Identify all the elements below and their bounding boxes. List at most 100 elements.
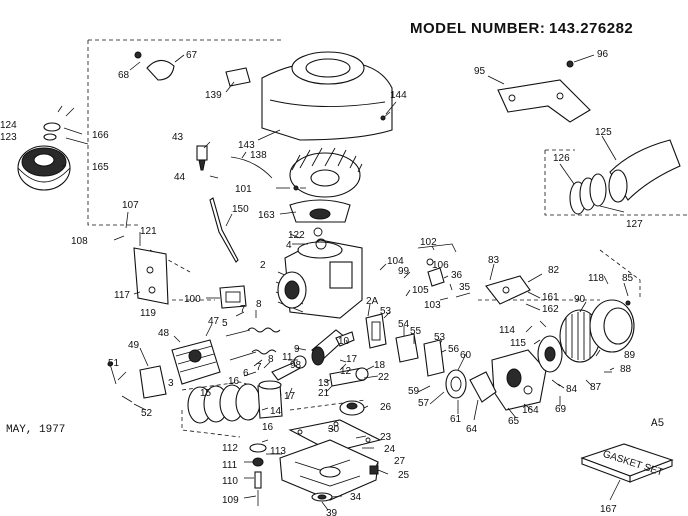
sheet-code: A5 — [651, 418, 665, 430]
part-label: 7 — [240, 304, 246, 315]
carburetor-gasket-61 — [445, 369, 467, 399]
part-label: 2 — [260, 260, 266, 271]
part-label: 55 — [410, 326, 422, 337]
part-label: 121 — [140, 226, 157, 237]
part-label: 122 — [288, 230, 305, 241]
part-label: 24 — [384, 444, 396, 455]
part-label: 69 — [555, 404, 567, 415]
muffler-guard — [133, 247, 169, 305]
part-label: 43 — [172, 132, 184, 143]
carburetor-assembly-outline — [478, 249, 641, 301]
part-label: 10 — [338, 336, 350, 347]
part-label: 53 — [434, 332, 446, 343]
part-label: 11 — [282, 352, 293, 363]
part-label: 99 — [398, 266, 410, 277]
part-label: 60 — [460, 350, 472, 361]
part-label: 88 — [620, 364, 632, 375]
part-label: 27 — [394, 456, 406, 467]
air-cleaner-base — [537, 335, 563, 373]
part-label: 49 — [128, 340, 140, 351]
part-label: 119 — [140, 308, 156, 319]
part-label: 22 — [378, 372, 390, 383]
part-label: 103 — [424, 300, 441, 311]
part-label: 112 — [222, 443, 238, 454]
piston-rings — [187, 383, 261, 424]
cylinder-crankcase — [275, 239, 363, 319]
flywheel — [289, 147, 363, 223]
part-label: 65 — [508, 416, 520, 427]
part-label: 85 — [622, 273, 634, 284]
camshaft — [329, 367, 369, 387]
part-label: 124 — [0, 120, 17, 131]
part-label: 127 — [626, 219, 643, 230]
part-label: 95 — [474, 66, 486, 77]
part-label: 17 — [284, 391, 296, 402]
gasket-set-package — [580, 443, 674, 483]
part-label: 118 — [588, 273, 604, 284]
model-number-value: 143.276282 — [549, 20, 634, 37]
part-label: 96 — [597, 49, 609, 60]
breather-hose — [608, 139, 681, 203]
part-label: 26 — [380, 402, 392, 413]
governor-link-rod — [417, 243, 457, 287]
part-label: 126 — [553, 153, 570, 164]
oil-seal — [311, 492, 333, 502]
part-label: 162 — [542, 304, 559, 315]
blower-housing — [261, 51, 393, 141]
part-label: 163 — [258, 210, 275, 221]
starter-cup-part-67 — [134, 51, 175, 81]
part-label: 89 — [624, 350, 636, 361]
part-label: 111 — [222, 460, 238, 471]
part-label: 34 — [350, 492, 362, 503]
part-label: 8 — [268, 354, 274, 365]
part-label: 56 — [448, 344, 460, 355]
part-label: 36 — [451, 270, 463, 281]
part-label: 64 — [466, 424, 478, 435]
model-number-label: MODEL NUMBER: — [410, 20, 546, 37]
part-label: 167 — [600, 504, 617, 515]
part-label: 25 — [398, 470, 410, 481]
part-label: 82 — [548, 265, 560, 276]
part-label: 16 — [228, 376, 240, 387]
part-label: 67 — [186, 50, 198, 61]
part-label: 17 — [346, 354, 358, 365]
part-label: 61 — [450, 414, 462, 425]
part-label: 150 — [232, 204, 249, 215]
part-label: 117 — [114, 290, 130, 301]
air-cleaner-cover — [589, 299, 635, 353]
date-stamp: MAY, 1977 — [6, 424, 66, 436]
part-label: 114 — [499, 325, 515, 336]
cam-gear-26 — [339, 400, 365, 416]
part-label: 98 — [290, 360, 302, 371]
part-label: 166 — [92, 130, 109, 141]
part-label: 21 — [318, 388, 330, 399]
part-label: 5 — [222, 318, 228, 329]
part-label: 105 — [412, 285, 429, 296]
part-label: 87 — [590, 382, 602, 393]
part-label: 101 — [235, 184, 252, 195]
part-label: 15 — [200, 388, 212, 399]
part-label: 18 — [374, 360, 386, 371]
oil-base — [279, 439, 379, 501]
part-label: 57 — [418, 398, 430, 409]
part-label: 83 — [488, 255, 500, 266]
part-label: 44 — [174, 172, 186, 183]
part-label: 4 — [286, 240, 292, 251]
part-label: 14 — [270, 406, 282, 417]
part-label: 138 — [250, 150, 267, 161]
part-label: 125 — [595, 127, 612, 138]
crankshaft — [311, 329, 355, 366]
starter-washers — [43, 105, 75, 141]
part-label: 13 — [318, 378, 330, 389]
part-label: 161 — [542, 292, 559, 303]
throttle-bracket — [485, 275, 531, 305]
part-label: 9 — [294, 344, 300, 355]
part-label: 115 — [510, 338, 526, 349]
drain-plug — [369, 465, 379, 475]
spark-plug — [196, 145, 208, 171]
part-label: 7 — [256, 362, 262, 373]
part-label: 144 — [390, 90, 407, 101]
part-label: 107 — [122, 200, 139, 211]
part-label: 6 — [243, 368, 249, 379]
breather-plate — [139, 365, 167, 399]
